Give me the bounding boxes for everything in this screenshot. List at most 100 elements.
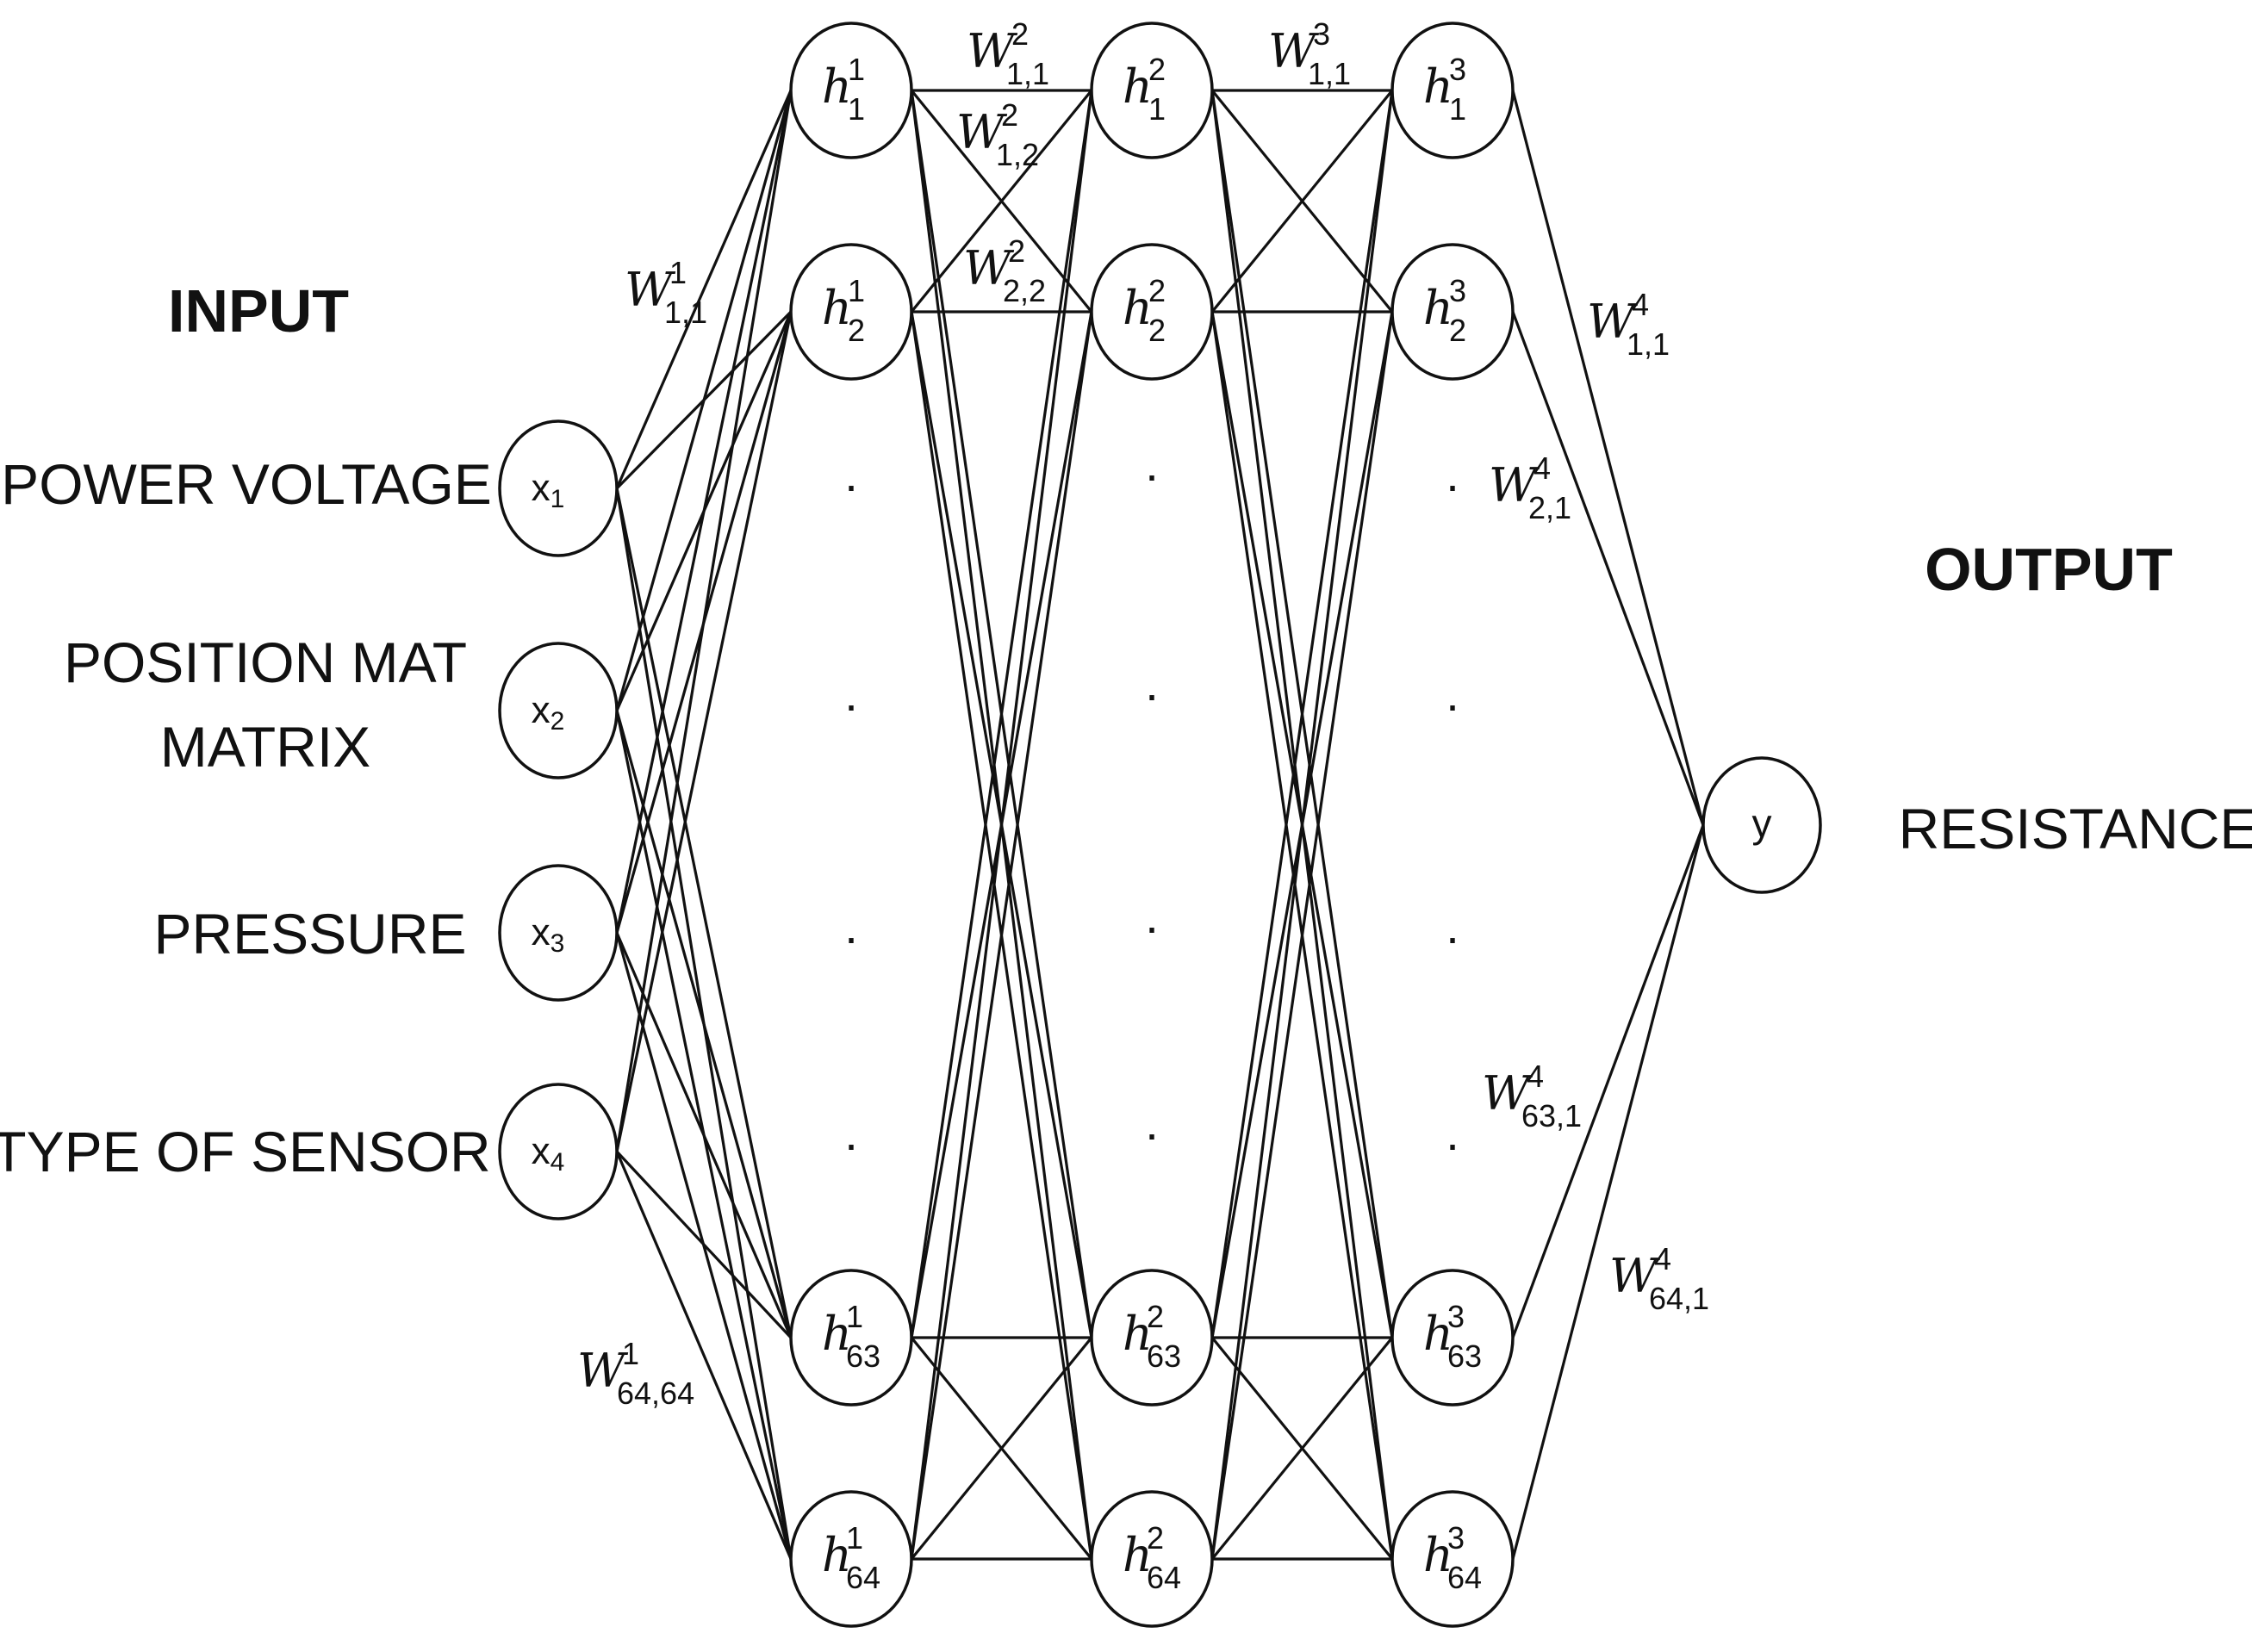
output-heading: OUTPUT [1925,536,2173,603]
weight-symbol: W [1489,458,1540,512]
weight-index: 1,1 [1308,56,1351,91]
weight-label-w1-1-1: W11,1 [625,255,707,330]
ellipsis-dot: . [1446,667,1459,721]
edge-h2-4-h3-2 [1210,311,1394,1560]
hidden-node-h2-2: h22 [1090,243,1214,381]
hidden-node-label: h [1423,1528,1453,1582]
ellipsis-dot: . [1446,899,1459,953]
edge-x4-h1-3 [615,1150,793,1339]
edge-h1-4-h2-3 [910,1336,1093,1561]
hidden-node-layer: 2 [1148,52,1166,87]
hidden-node-layer: 1 [848,52,865,87]
hidden-node-index: 64 [846,1560,880,1595]
weight-symbol: W [967,24,1018,78]
edge-h2-4-h3-3 [1210,1336,1394,1561]
hidden-node-h3-1: h3 1 [1390,22,1515,159]
hidden-node-index: 1 [1449,91,1466,127]
hidden-node-label: h [1123,1307,1153,1361]
edge-h1-4-h2-1 [910,90,1093,1560]
input-node-label: x1 [532,467,565,513]
hidden-node-layer: 2 [1147,1299,1164,1334]
weight-label-w2-1-1: W21,1 [967,16,1049,91]
output-label: RESISTANCE [1899,797,2252,860]
hidden-node-h1-1: h1 1 [789,22,913,159]
weight-symbol: W [1587,295,1639,349]
weight-layer: 2 [1011,16,1029,52]
ellipsis-dot: . [844,1106,858,1160]
ellipsis-dots: ............ [844,437,1459,1160]
hidden-node-index: 1 [848,91,865,127]
edge-h3-1-y [1511,90,1705,826]
hidden-node-label: h [822,59,852,114]
weight-layer: 4 [1527,1059,1544,1094]
ellipsis-dot: . [1446,447,1459,501]
hidden-node-layer: 1 [848,273,865,308]
edge-x4-h1-2 [615,311,793,1152]
weight-symbol: W [1609,1249,1661,1303]
input-label-2: MATRIX [160,715,370,779]
edge-h3-4-y [1511,824,1705,1560]
hidden-node-index: 64 [1447,1560,1482,1595]
input-label-2: POSITION MAT [64,630,467,694]
input-node-label: x4 [532,1130,565,1177]
edge-h2-4-h3-1 [1210,90,1394,1560]
weight-label-w3-1-1: W31,1 [1268,16,1351,91]
hidden-node-label: h [822,281,852,335]
ellipsis-dot: . [844,667,858,721]
weight-layer: 4 [1632,287,1649,322]
ellipsis-dot: . [844,447,858,501]
input-node-label: x3 [532,911,565,958]
hidden-node-index: 1 [1148,91,1166,127]
ellipsis-dot: . [1145,1096,1159,1150]
output-node-y: y [1701,756,1822,894]
weight-symbol: W [577,1344,629,1398]
ellipsis-dot: . [1145,889,1159,943]
edge-x4-h1-4 [615,1151,793,1560]
hidden-node-h2-1: h21 [1090,22,1214,159]
hidden-node-index: 63 [1447,1338,1482,1374]
edge-h1-2-h2-1 [910,89,1093,314]
weight-symbol: W [1482,1066,1533,1121]
edge-h1-4-h2-2 [910,311,1093,1560]
hidden-node-layer: 3 [1447,1520,1465,1556]
weight-layer: 4 [1654,1241,1671,1276]
hidden-node-layer: 2 [1147,1520,1164,1556]
input-heading: INPUT [168,277,349,345]
hidden-node-h3-64: h3 64 [1390,1490,1515,1628]
hidden-node-index: 64 [1147,1560,1181,1595]
weight-index: 1,1 [664,295,707,330]
input-label-4: TYPE OF SENSOR [0,1120,491,1183]
hidden-node-label: h [1423,1307,1453,1361]
weight-label-w4-1-1: W41,1 [1587,287,1670,362]
edge-h3-3-y [1511,824,1705,1338]
hidden-node-index: 2 [1449,313,1466,348]
hidden-node-label: h [1423,59,1453,114]
hidden-node-index: 63 [1147,1338,1181,1374]
edge-x2-h1-1 [615,90,793,711]
edge-x2-h1-3 [615,710,793,1338]
weight-label-w2-2-2: W22,2 [963,233,1046,308]
edge-x3-h1-1 [615,90,793,934]
hidden-node-layer: 3 [1449,52,1466,87]
edge-x1-h1-3 [615,488,793,1338]
input-node-x4: x4 [498,1083,619,1220]
hidden-node-index: 2 [1148,313,1166,348]
input-node-x2: x2 [498,642,619,779]
hidden-node-label: h [822,1307,852,1361]
weight-layer: 1 [622,1336,639,1371]
weight-label-w2-1-2: W21,2 [956,97,1039,172]
hidden-node-index: 63 [846,1338,880,1374]
edge-h1-3-h2-1 [910,90,1093,1338]
weight-layer: 4 [1533,450,1551,486]
hidden-node-label: h [1123,281,1153,335]
hidden-node-layer: 1 [846,1520,863,1556]
weight-symbol: W [625,263,676,317]
hidden-node-layer: 1 [846,1299,863,1334]
weight-layer: 2 [1008,233,1025,269]
